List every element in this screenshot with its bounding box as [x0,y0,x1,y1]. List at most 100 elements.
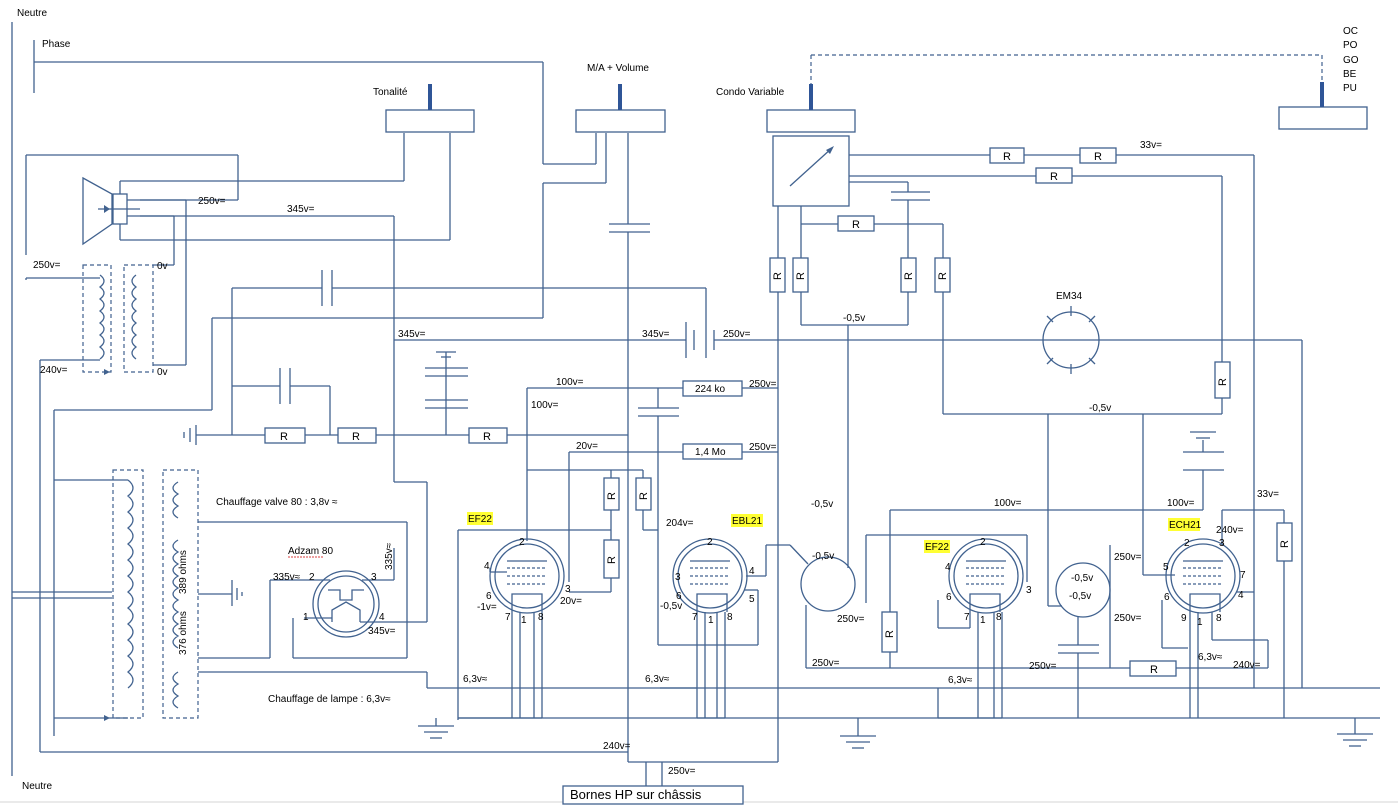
svg-text:250v=: 250v= [749,442,777,453]
band-po: PO [1343,40,1358,51]
pin-numbers: 2 3 1 4 2 4 6 7 1 8 3 2 3 4 6 7 1 8 5 2 … [303,537,1246,628]
resistor [881,611,898,653]
output-transformer [26,264,186,752]
svg-text:4: 4 [945,562,951,573]
band-selector [1278,82,1368,130]
svg-text:9: 9 [1181,613,1187,624]
svg-text:240v=: 240v= [1233,660,1261,671]
svg-text:R: R [1094,151,1102,163]
ohms-389-label: 389 ohms [178,550,189,594]
ef22-tube-b [865,509,1203,719]
svg-text:R: R [606,492,618,500]
resistor [934,257,951,293]
svg-text:R: R [352,431,360,443]
ef22-a-label: EF22 [468,514,492,525]
svg-text:33v=: 33v= [1140,140,1162,151]
em34-label: EM34 [1056,291,1083,302]
resistor [900,257,917,293]
svg-text:2: 2 [309,572,315,583]
svg-text:-0,5v: -0,5v [843,313,865,324]
svg-text:1: 1 [1197,617,1203,628]
resistor-labels: R R R R R R R R R R R R R R R R R R 224 … [280,151,1291,676]
svg-text:R: R [606,556,618,564]
svg-text:250v=: 250v= [1114,613,1142,624]
svg-text:1: 1 [303,612,309,623]
svg-text:20v=: 20v= [576,441,598,452]
svg-text:R: R [1050,171,1058,183]
svg-text:100v=: 100v= [1167,498,1195,509]
chauffage-lampe-label: Chauffage de lampe : 6,3v≈ [268,694,391,705]
band-oc: OC [1343,26,1358,37]
svg-text:6: 6 [676,591,682,602]
neutre-top-label: Neutre [17,8,47,19]
svg-text:R: R [852,219,860,231]
plate-resistors [526,387,778,593]
svg-text:6,3v≈: 6,3v≈ [948,675,973,686]
svg-text:7: 7 [692,612,698,623]
bornes-hp-label: Bornes HP sur châssis [570,787,702,802]
svg-text:345v=: 345v= [368,626,396,637]
resistor [682,380,743,397]
svg-text:3: 3 [675,572,681,583]
svg-text:R: R [1217,378,1229,386]
svg-text:250v=: 250v= [33,260,61,271]
svg-text:204v=: 204v= [666,518,694,529]
svg-text:R: R [280,431,288,443]
ef22-tube-a [457,529,611,720]
svg-text:R: R [795,272,807,280]
neutre-bottom-label: Neutre [22,781,52,792]
svg-text:5: 5 [1163,562,1169,573]
svg-text:7: 7 [1240,570,1246,581]
em34-indicator [1042,306,1100,374]
svg-text:0v: 0v [157,261,168,272]
ohms-376-label: 376 ohms [178,611,189,655]
resistor [603,539,620,579]
svg-text:2: 2 [980,537,986,548]
resistor [1129,660,1177,677]
ebl21-label: EBL21 [732,516,762,527]
tube-right-circle [1047,414,1111,718]
ef22-b-label: EF22 [925,542,949,553]
ground-wiring [40,717,1380,786]
text-labels: Neutre Neutre Phase Tonalité M/A + Volum… [17,8,1359,802]
svg-text:100v=: 100v= [994,498,1022,509]
svg-text:6,3v≈: 6,3v≈ [1198,652,1223,663]
svg-text:4: 4 [749,566,755,577]
svg-text:3: 3 [565,584,571,595]
svg-text:224 ko: 224 ko [695,384,725,395]
svg-text:R: R [1003,151,1011,163]
svg-text:240v=: 240v= [603,741,631,752]
svg-text:250v=: 250v= [668,766,696,777]
condo-label: Condo Variable [716,87,785,98]
svg-text:250v=: 250v= [1029,661,1057,672]
svg-text:-0,5v: -0,5v [811,499,833,510]
resistor [635,477,652,511]
svg-text:3: 3 [1026,585,1032,596]
svg-text:3: 3 [1219,538,1225,549]
svg-text:250v=: 250v= [812,658,840,669]
svg-text:345v=: 345v= [642,329,670,340]
svg-text:8: 8 [727,612,733,623]
volume-control [53,84,666,762]
tube-middle-circle [789,544,1130,669]
svg-text:4: 4 [379,612,385,623]
svg-text:2: 2 [1184,538,1190,549]
svg-text:8: 8 [996,612,1002,623]
svg-text:-0,5v: -0,5v [812,551,834,562]
resistor [337,427,377,444]
power-transformer [54,469,1380,721]
tonalite-control [385,84,475,240]
svg-text:1: 1 [980,615,986,626]
resistors [264,147,1293,677]
phase-label: Phase [42,39,71,50]
svg-text:345v=: 345v= [287,204,315,215]
voltage-labels: 250v= 345v= 250v= 0v 0v 240v= 345v= 345v… [33,140,1279,777]
svg-text:-1v=: -1v= [477,602,497,613]
svg-text:3: 3 [371,572,377,583]
svg-text:-0,5v: -0,5v [1071,573,1093,584]
tube-name-labels: EF22 EBL21 EF22 ECH21 [467,512,1202,553]
svg-text:240v=: 240v= [40,365,68,376]
svg-text:250v=: 250v= [198,196,226,207]
svg-text:-0,5v: -0,5v [1089,403,1111,414]
